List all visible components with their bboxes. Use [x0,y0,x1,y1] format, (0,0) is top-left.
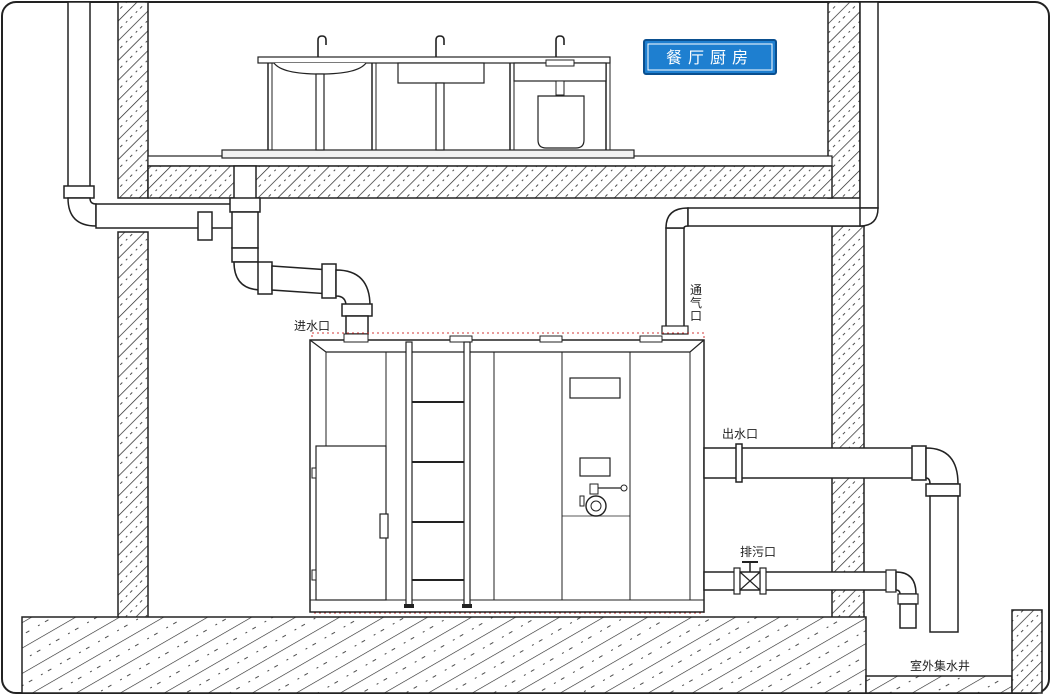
right-stack-elbow [859,207,879,227]
vent-horizontal [687,207,865,227]
access-ladder [404,341,472,608]
left-wall-lower [117,231,149,619]
drain-label: 排污口 [740,545,776,559]
nameplate [569,377,621,399]
right-wall-upper [827,1,861,199]
vent-pipe [665,227,685,333]
drain-coupling-3 [897,593,919,605]
inlet-label: 进水口 [294,319,330,333]
faucet-3-icon [555,35,565,57]
vent-flange [661,325,689,335]
well-floor [865,675,1013,694]
faucet-2-icon [435,35,445,57]
outlet-label: 出水口 [722,427,758,441]
inlet-coupling [341,303,373,317]
page-title: 餐厅厨房 [666,48,754,67]
ground-slab [21,616,867,694]
title-badge [643,39,777,75]
outlet-down-pipe [929,495,959,633]
horizontal-drain-pipe [95,203,237,229]
well-label: 室外集水井 [910,658,970,673]
tee-joint [229,197,261,213]
kitchen-floor-slab [147,165,833,199]
tee-bottom [231,247,259,263]
drain-coupling [885,569,897,593]
drain-coupling-2 [257,261,273,295]
title-badge-inner [647,43,773,71]
cabinet-handle[interactable] [379,513,389,539]
sink-2-basin [397,62,485,84]
sink-2-drain [435,82,445,151]
tee-body [231,211,259,249]
well-wall [1011,609,1043,694]
inlet-pipe [345,315,369,335]
right-wall-lower [831,225,865,619]
sink-3-bin [537,95,585,149]
outlet-flange [735,443,743,483]
inspection-window [579,457,611,477]
faucet-1-icon [317,35,327,57]
left-stack-pipe [67,1,91,191]
drain-coupling-1 [197,211,213,241]
counter-base [221,149,635,159]
control-cabinet-door[interactable] [315,445,387,601]
vent-label: 通 气 口 [690,283,706,323]
drain-down-pipe [899,603,917,629]
outlet-coupling-2 [925,483,961,497]
left-wall-upper [117,1,149,199]
stack-coupling [63,185,95,199]
right-stack-pipe [859,1,879,209]
drain-coupling-3 [321,263,337,299]
drain-pipe [703,571,895,591]
outlet-coupling [911,445,927,481]
drain-valve-icon[interactable] [733,561,767,595]
sink-1-drain [315,73,325,151]
